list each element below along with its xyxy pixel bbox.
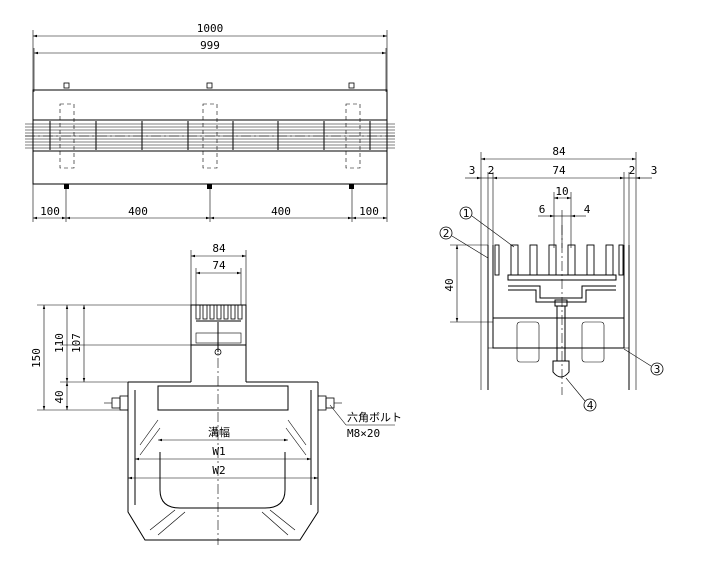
- channel-body: [127, 382, 319, 541]
- svg-text:2: 2: [443, 227, 450, 240]
- side-bolt-left: [104, 395, 129, 411]
- grating-bars-section: [195, 304, 243, 320]
- section-dim-74-text: 74: [212, 259, 226, 272]
- dim-seg-4-text: 100: [359, 205, 379, 218]
- dim-seg-1-text: 100: [40, 205, 60, 218]
- bolt-label-line2: M8×20: [347, 427, 380, 440]
- dim-999-text: 999: [200, 39, 220, 52]
- callout-2: 2: [439, 226, 489, 259]
- section-dim-40-text: 40: [53, 390, 66, 403]
- detail-dim-4-text: 4: [584, 203, 591, 216]
- hidden-bracket-center: [202, 103, 218, 169]
- label-channel-width: 溝幅: [208, 426, 230, 439]
- section-view: 84 74 150 110 107 40: [30, 242, 402, 545]
- detail-dim-40-text: 40: [443, 278, 456, 291]
- svg-text:1: 1: [463, 207, 470, 220]
- hidden-bracket-left: [59, 103, 75, 169]
- callout-1: 1: [459, 206, 515, 248]
- detail-bolt-shank: [556, 305, 566, 362]
- dim-1000-text: 1000: [197, 22, 224, 35]
- label-w1: W1: [212, 445, 225, 458]
- detail-dim-84-text: 84: [552, 145, 566, 158]
- detail-dim-74-text: 74: [552, 164, 566, 177]
- detail-dim-10-text: 10: [555, 185, 568, 198]
- label-w2: W2: [212, 464, 225, 477]
- section-dim-150-text: 150: [30, 348, 43, 368]
- svg-text:3: 3: [654, 363, 661, 376]
- channel-trough: [159, 452, 286, 509]
- detail-bracket: [508, 285, 616, 299]
- detail-dim-right-3: 3: [651, 164, 658, 177]
- cross-bars: [49, 121, 371, 150]
- section-dim-107-text: 107: [70, 333, 83, 353]
- detail-bolt-head: [554, 299, 568, 307]
- detail-dim-left-2: 2: [488, 164, 495, 177]
- dim-seg-2-text: 400: [128, 205, 148, 218]
- detail-dim-6-text: 6: [539, 203, 546, 216]
- hidden-bracket-right: [345, 103, 361, 169]
- svg-text:4: 4: [587, 399, 594, 412]
- callout-3: 3: [623, 348, 664, 376]
- callout-4: 4: [565, 377, 597, 412]
- side-bolt-right: [317, 395, 342, 411]
- detail-dim-left-3: 3: [469, 164, 476, 177]
- detail-dim-right-2: 2: [629, 164, 636, 177]
- section-dim-110-text: 110: [53, 333, 66, 353]
- dim-seg-3-text: 400: [271, 205, 291, 218]
- detail-view: 84 74 3 2 2 3 10 6 4: [439, 145, 664, 412]
- bolt-marks: [63, 82, 355, 189]
- detail-grating-bars: [494, 244, 624, 276]
- top-view: 1000 999: [25, 22, 395, 222]
- channel-top-plate: [157, 385, 289, 411]
- bolt-label-line1: 六角ボルト: [347, 411, 402, 424]
- detail-bolt-nut: [552, 360, 570, 378]
- section-dim-84-text: 84: [212, 242, 226, 255]
